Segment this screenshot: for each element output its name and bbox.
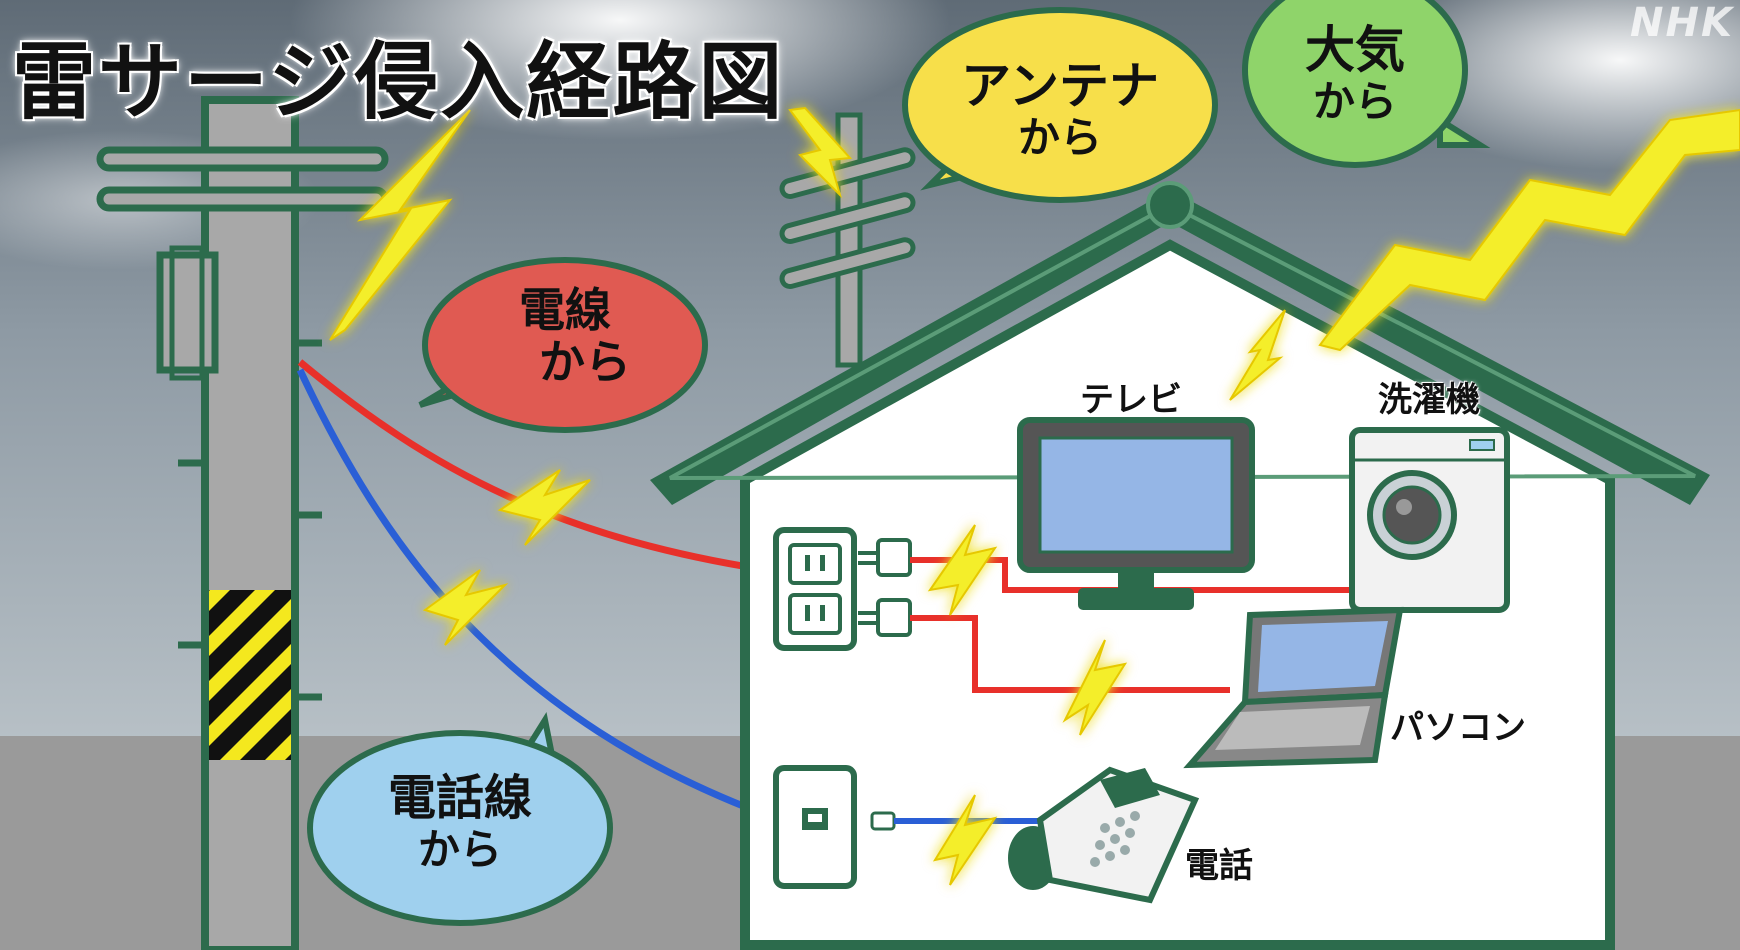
label-washer: 洗濯機 — [1378, 380, 1480, 420]
bubble-atmosphere-line1: 大気 — [1305, 21, 1405, 79]
label-pc: パソコン — [1390, 708, 1526, 748]
lightning-bolt-pc-wire — [1062, 639, 1128, 736]
broadcaster-logo: NHK — [1630, 0, 1734, 46]
bubble-atmosphere — [1242, 0, 1491, 168]
bubble-antenna — [902, 7, 1218, 203]
telephone — [1008, 766, 1200, 904]
bubble-power-line-line2: から — [539, 334, 631, 389]
lightning-bolt-indoor — [1229, 309, 1286, 401]
phone-jack — [773, 765, 896, 889]
bubble-power-line — [418, 257, 708, 433]
lightning-bolt-power-wire — [497, 469, 591, 546]
cloud — [290, 0, 950, 140]
bubble-atmosphere-text: 大気 から — [1265, 22, 1445, 125]
power-wire-to-house — [297, 359, 781, 576]
tv-antenna — [779, 112, 916, 368]
bubble-antenna-text: アンテナ から — [920, 58, 1200, 161]
power-outlet — [773, 527, 912, 651]
bubble-atmosphere-line2: から — [1312, 77, 1397, 126]
lightning-bolt-phone-wire — [422, 569, 509, 646]
diagram-title: 雷サージ侵入経路図 — [12, 33, 785, 131]
lightning-bolt-antenna — [788, 106, 853, 199]
lightning-bolt-atmosphere — [1318, 108, 1740, 352]
bubble-power-line-text: 電線 から — [470, 283, 660, 389]
tv — [1017, 417, 1255, 610]
bubble-phone-line-line1: 電話線 — [387, 770, 532, 826]
lightning-bolt-phone — [932, 794, 998, 886]
washing-machine — [1349, 427, 1510, 613]
bubble-power-line-line1: 電線 — [519, 283, 611, 337]
bubble-antenna-line1: アンテナ — [961, 57, 1159, 115]
label-tv: テレビ — [1080, 380, 1182, 420]
lightning-bolt-outlet — [927, 524, 998, 616]
utility-pole — [96, 96, 389, 950]
lightning-bolt-pole — [329, 109, 471, 341]
laptop — [1183, 606, 1404, 769]
bubble-phone-line — [307, 712, 613, 926]
bubble-antenna-line2: から — [1017, 113, 1102, 162]
bubble-phone-line-line2: から — [417, 824, 502, 874]
lightning-bolts — [329, 106, 1740, 886]
bubble-phone-line-text: 電話線 から — [340, 770, 580, 874]
label-phone: 電話 — [1185, 846, 1253, 886]
